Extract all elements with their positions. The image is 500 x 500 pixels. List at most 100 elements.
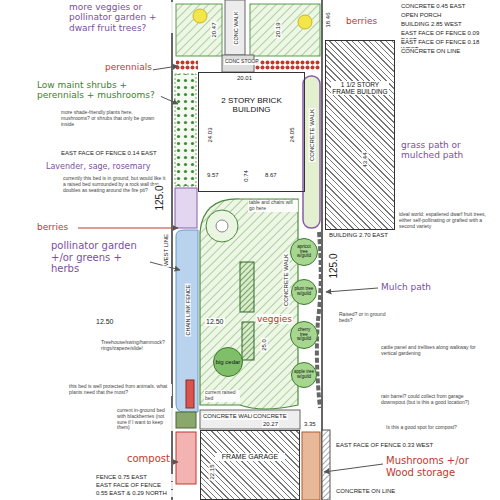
plan-note: cattle panel and trellises along walkway…	[380, 345, 480, 357]
berry-bushes	[255, 60, 320, 70]
node-label: plum tree w/guild	[294, 287, 314, 297]
concrete-pad	[200, 410, 300, 429]
handwritten-note: berries	[345, 16, 378, 26]
dimension-label: 24.03	[207, 126, 214, 143]
plan-note: 3.35	[303, 421, 317, 428]
plan-note: currently this bed is in ground, but wou…	[62, 176, 167, 193]
mulch-path	[317, 232, 321, 408]
plan-note: ideal world: espaliered dwarf fruit tree…	[398, 212, 495, 229]
plan-note: EAST FACE OF FENCE 0.33 WEST	[335, 442, 445, 449]
dimension-label: 43.44	[362, 151, 369, 168]
handwritten-note: perennials	[104, 62, 153, 72]
plan-note: 0.55 EAST & 0.29 NORTH	[95, 490, 175, 497]
dimension-label: CONCRETE WALK	[309, 108, 316, 162]
plan-note: 8.67	[264, 172, 278, 179]
handwritten-note: Lavender, sage, rosemary	[45, 162, 170, 171]
cedar-tree: big cedar	[213, 347, 243, 377]
fire-pit	[216, 220, 228, 232]
plan-note: CONCRETE ON LINE	[400, 48, 495, 55]
plan-note: Raised? or in ground beds?	[338, 312, 390, 324]
handwritten-note: berries	[36, 222, 69, 232]
dimension-label: CONCRETE WALK	[283, 253, 290, 307]
plan-note: Treehouse/swing/hammock? rings/trapeze/s…	[100, 340, 170, 352]
dimension-label: 24.05	[289, 126, 296, 143]
blackberry-bed	[176, 412, 196, 428]
handwritten-note: pollinator garden +/or greens + herbs	[50, 240, 150, 275]
handwritten-note: veggies	[256, 314, 293, 324]
dimension-label: CHAIN LINK FENCE	[185, 283, 191, 336]
fruit-tree: apricot tree w/guild	[290, 238, 318, 266]
plan-note: 20.27	[262, 421, 279, 428]
plan-note: CONCRETE ON LINE	[335, 488, 425, 495]
node-label: FRAME GARAGE	[215, 453, 285, 461]
shrub-strip	[175, 74, 196, 186]
fruit-tree: plum tree w/guild	[291, 279, 317, 305]
compost-area	[176, 432, 196, 484]
fire-pit-area	[206, 210, 238, 242]
dimension-label: WEST LINE	[163, 233, 170, 267]
perennials	[176, 60, 198, 70]
dimension-label: CONC WALK	[233, 10, 239, 45]
leader-line	[152, 66, 178, 70]
plan-note: more shade-friendly plants here, mushroo…	[60, 110, 160, 127]
node-label: 2 STORY BRICK BUILDING	[220, 97, 284, 115]
concrete-walk	[225, 0, 245, 55]
plan-note: current in-ground bed with blackberries …	[116, 408, 174, 431]
leader-line	[170, 462, 178, 463]
plan-note: current raised bed	[204, 390, 240, 402]
dimension-label: 20.47	[211, 21, 218, 38]
neighbor-building	[322, 430, 330, 500]
plan-note: CONC STOOP	[224, 59, 260, 65]
handwritten-note: grass path or mulched path	[400, 140, 490, 161]
plan-note: EAST FACE OF FENCE	[95, 482, 175, 489]
handwritten-note: Mushrooms +/or Wood storage	[385, 455, 495, 478]
handwritten-note: Low maint shrubs + perennials + mushroom…	[36, 80, 161, 101]
dimension-label: 0.74	[243, 169, 250, 183]
plan-note: FENCE 0.75 EAST	[95, 474, 175, 481]
plan-note: table and chairs will go here	[248, 200, 298, 212]
plan-note: this bed is well protected from animals.…	[68, 384, 172, 396]
dwarf-fruit-tree	[193, 9, 207, 23]
pollinator-bed	[176, 230, 198, 412]
dimension-label: 25.0	[261, 338, 268, 352]
dimension-label: 22.15	[209, 463, 216, 480]
dimension-label: 18.46	[325, 11, 332, 28]
plan-note: 12.50	[205, 318, 225, 326]
plan-note: OPEN PORCH	[400, 12, 495, 19]
plan-note: 12.50	[95, 318, 115, 326]
garden-bed	[250, 4, 320, 56]
raised-bed	[186, 380, 194, 408]
dwarf-fruit-tree	[298, 15, 312, 29]
grass-path	[303, 76, 320, 228]
leader-line	[160, 96, 178, 104]
leader-line	[324, 464, 383, 472]
lawn	[200, 199, 298, 409]
leader-line	[78, 228, 178, 229]
node-label: apricot tree w/guild	[294, 245, 314, 260]
dimension-label: 20.19	[275, 21, 282, 38]
veggie-bed	[240, 262, 254, 312]
node-label: apple tree w/guild	[294, 370, 314, 380]
handwritten-note: compost	[126, 453, 171, 465]
dimension-label: 125.0	[328, 252, 340, 279]
frame-building: 1 1/2 STORY FRAME BUILDING	[325, 40, 395, 230]
fruit-tree: cherry tree w/guild	[290, 321, 318, 349]
herb-bed	[175, 188, 197, 228]
handwritten-note: more veggies or pollinator garden + dwar…	[68, 2, 173, 33]
garden-bed	[176, 4, 222, 56]
node-label: big cedar	[215, 359, 241, 366]
fruit-tree: apple tree w/guild	[291, 362, 317, 388]
veggie-bed	[242, 322, 254, 360]
dimension-label: 125.0	[154, 184, 166, 211]
plan-note: BUILDING 2.85 WEST	[400, 21, 495, 28]
plan-note: CONCRETE	[252, 413, 288, 420]
plan-note: rain barrel? could collect from garage d…	[380, 394, 485, 406]
plan-note: EAST FACE OF FENCE 0.14 EAST	[60, 150, 170, 157]
plan-note: CONCRETE 0.45 EAST	[400, 3, 495, 10]
plan-note: 20.01	[236, 75, 253, 82]
leader-line	[326, 288, 378, 292]
node-label: cherry tree w/guild	[294, 328, 314, 343]
mushroom-storage	[302, 432, 320, 500]
plan-note: BUILDING 2.70 EAST	[328, 232, 389, 239]
